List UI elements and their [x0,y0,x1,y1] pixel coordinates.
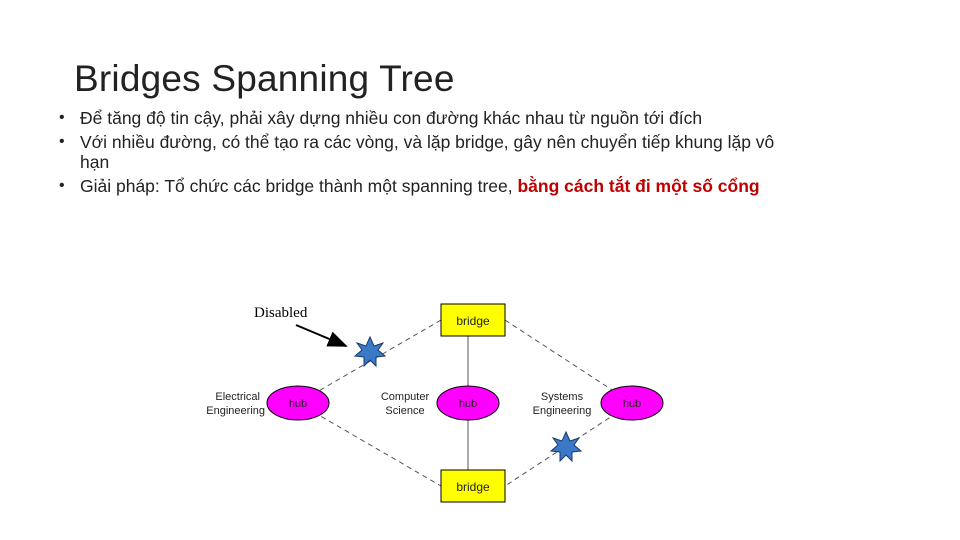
disabled-port-top-left [353,335,387,368]
link-bridge-top-left [297,319,442,404]
lan-label-line: Systems [541,391,584,403]
bullet-text: Với nhiều đường, có thể tạo ra các vòng,… [80,132,775,172]
bullet-item: • Giải pháp: Tổ chức các bridge thành mộ… [55,176,795,196]
hub-ellipse [600,385,664,421]
lan-label-line: Science [385,405,424,417]
hub-ellipse [436,385,500,421]
lan-label-line: Electrical [215,391,260,403]
hub-label: hub [623,398,641,410]
lan-label-line: Computer [381,391,430,403]
link-hub-left-bridge-bottom [297,402,442,487]
bridge-bottom: bridge [440,469,506,503]
disabled-label: Disabled [254,305,308,321]
bullet-dot-icon: • [59,133,65,150]
bullet-text: Giải pháp: Tổ chức các bridge thành một … [80,176,518,196]
bullet-item: • Với nhiều đường, có thể tạo ra các vòn… [55,132,795,172]
hub-ellipse [266,385,330,421]
disabled-port-bottom-right [549,430,583,463]
hub-label: hub [459,398,477,410]
disabled-arrow [295,324,348,347]
hub-systems: hub Systems Engineering [533,385,664,421]
bullet-emphasis: bằng cách tắt đi một số cổng [517,176,760,196]
bullet-item: • Để tăng độ tin cậy, phải xây dựng nhiề… [55,108,795,128]
hub-label: hub [289,398,307,410]
bridge-box [440,469,506,503]
slide-title: Bridges Spanning Tree [74,58,455,99]
hub-computer: hub Computer Science [381,385,500,421]
disabled-port-icon [353,335,387,368]
bullet-dot-icon: • [59,177,65,194]
disabled-port-icon [549,430,583,463]
bullet-text: Để tăng độ tin cậy, phải xây dựng nhiều … [80,108,703,128]
hub-electrical: hub Electrical Engineering [206,385,330,421]
bridge-label: bridge [456,480,490,494]
bullet-list: • Để tăng độ tin cậy, phải xây dựng nhiề… [55,108,795,200]
link-bridge-top-right [504,319,633,404]
lan-label-line: Engineering [533,405,592,417]
bullet-dot-icon: • [59,109,65,126]
bridge-top: bridge [440,303,506,337]
bridge-box [440,303,506,337]
lan-label-line: Engineering [206,405,265,417]
bridge-label: bridge [456,314,490,328]
